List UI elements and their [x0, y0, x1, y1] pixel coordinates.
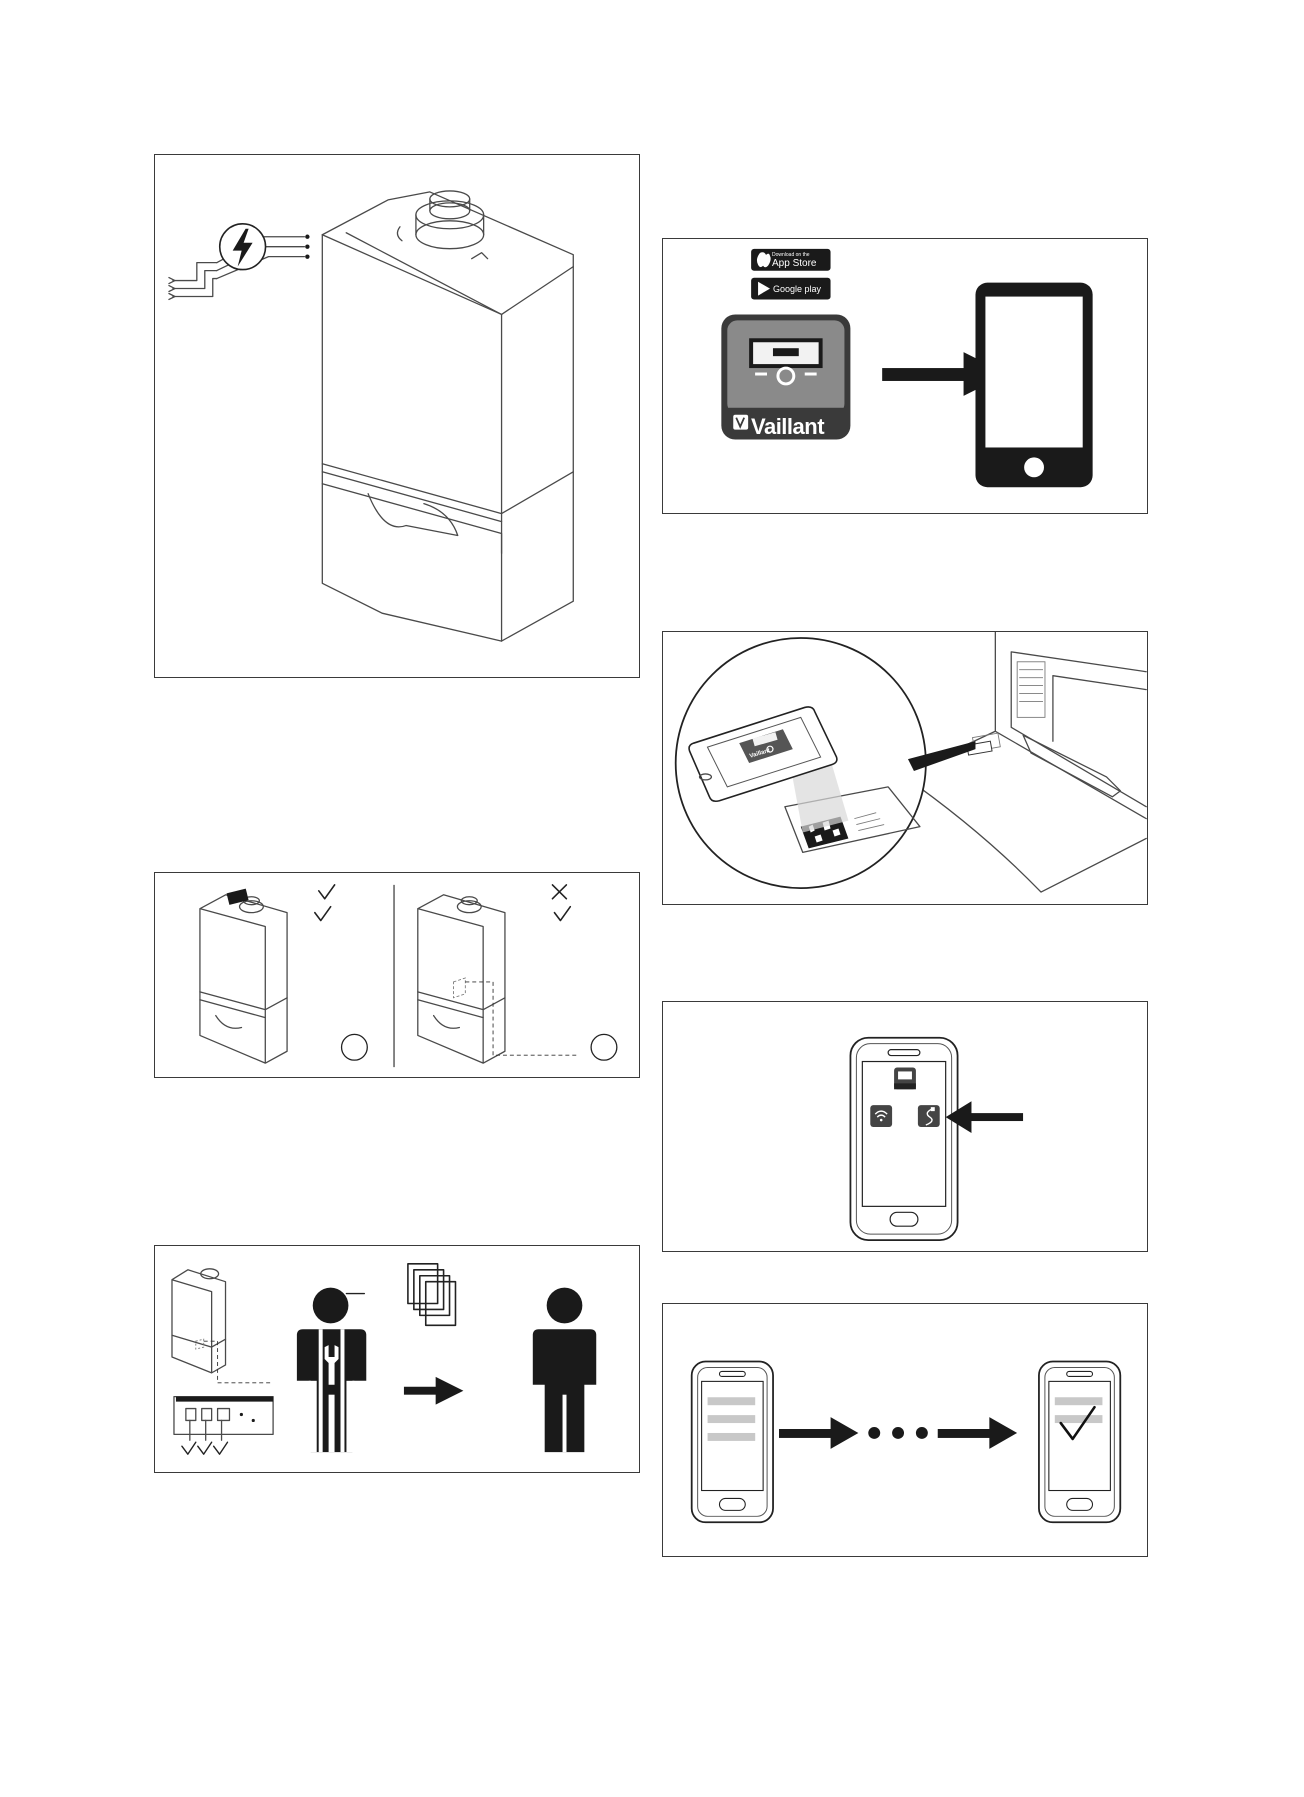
check-icon — [315, 907, 331, 921]
electricity-icon — [220, 224, 266, 270]
vaillant-app-icon — [894, 1067, 916, 1089]
app-screen-figure — [662, 1001, 1148, 1252]
handover-figure — [154, 1245, 640, 1473]
appstore-large-label: App Store — [772, 258, 816, 269]
process-complete-figure — [662, 1303, 1148, 1557]
boiler-top-mounted — [200, 889, 287, 1064]
app-download-illustration — [663, 239, 1147, 513]
end-user-icon — [533, 1288, 596, 1453]
app-screen-illustration — [663, 1002, 1147, 1251]
boiler-remote-mounted — [418, 895, 576, 1063]
boiler-illustration — [322, 191, 573, 641]
ellipsis-icon — [868, 1427, 928, 1439]
connection-icon[interactable] — [918, 1105, 940, 1127]
check-icon — [182, 1442, 196, 1454]
googleplay-label: Google play — [773, 284, 821, 294]
check-icon — [198, 1442, 212, 1454]
arrow-right-icon — [404, 1377, 463, 1405]
option-marker-circle — [591, 1034, 617, 1060]
control-module — [174, 1397, 273, 1441]
process-complete-illustration — [663, 1304, 1147, 1556]
placement-options-figure — [154, 872, 640, 1078]
placement-options-illustration — [155, 873, 639, 1077]
smartphone-icon — [692, 1362, 773, 1523]
handover-illustration — [155, 1246, 639, 1472]
qr-scan-illustration — [663, 632, 1147, 904]
smartphone-icon — [1039, 1362, 1120, 1523]
boiler-power-illustration — [155, 155, 639, 677]
documents-icon — [408, 1264, 456, 1325]
boiler-illustration — [172, 1269, 273, 1383]
check-icon — [319, 885, 335, 899]
tablet-icon — [975, 283, 1092, 488]
wifi-icon[interactable] — [870, 1105, 892, 1127]
vaillant-brand-label: Vaillant — [751, 414, 824, 440]
boiler-power-figure — [154, 154, 640, 678]
arrow-right-icon — [938, 1417, 1017, 1449]
cross-icon — [552, 885, 566, 899]
app-download-figure: Download on the App Store Google play Va… — [662, 238, 1148, 514]
arrow-right-icon — [779, 1417, 858, 1449]
installer-icon — [297, 1288, 366, 1453]
check-icon — [554, 907, 570, 921]
check-icon — [214, 1442, 228, 1454]
option-marker-circle — [342, 1034, 368, 1060]
qr-scan-figure: Vaillant — [662, 631, 1148, 905]
